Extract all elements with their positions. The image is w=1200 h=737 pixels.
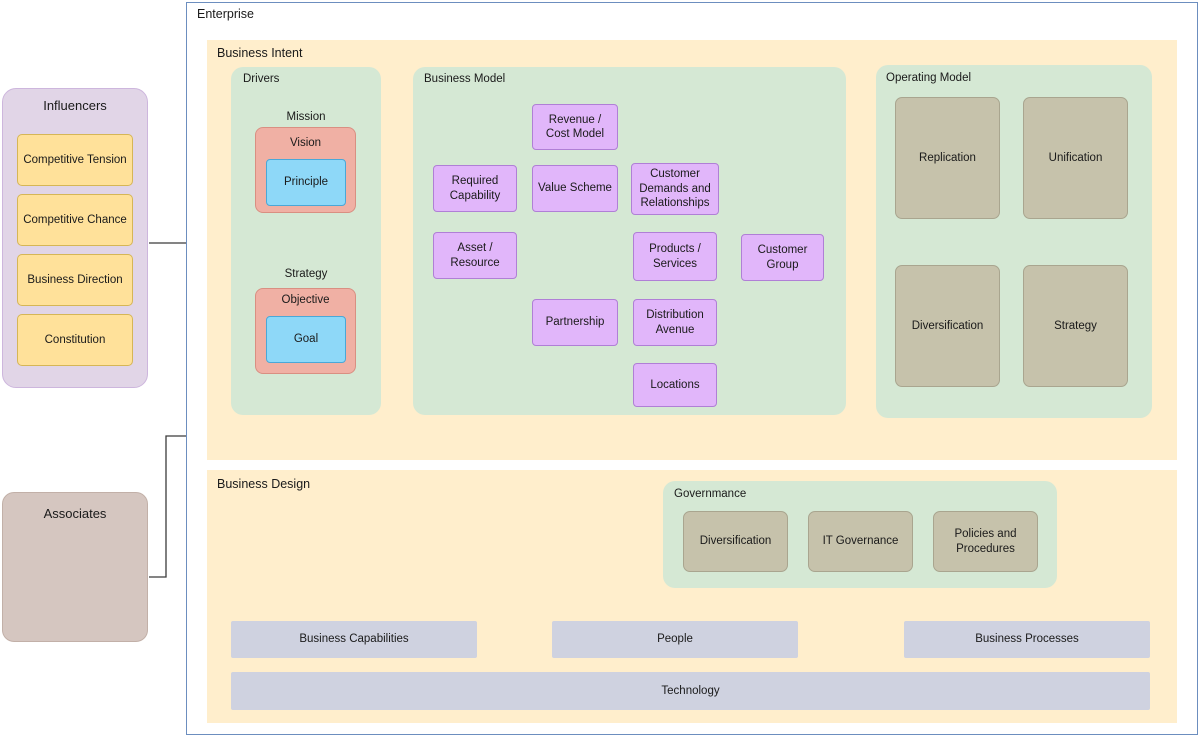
vision-label: Vision (289, 137, 322, 149)
node-customer-group[interactable]: Customer Group (741, 234, 824, 281)
business-intent-label: Business Intent (217, 46, 303, 60)
governance-label: Governmance (674, 488, 747, 500)
node-distribution-avenue[interactable]: Distribution Avenue (633, 299, 717, 346)
governance-cell-policies-and-procedures[interactable]: Policies and Procedures (933, 511, 1038, 572)
node-customer-demands-relationships[interactable]: Customer Demands and Relationships (631, 163, 719, 215)
operating-cell-strategy[interactable]: Strategy (1023, 265, 1128, 387)
foundation-business-processes[interactable]: Business Processes (904, 621, 1150, 658)
foundation-people[interactable]: People (552, 621, 798, 658)
foundation-technology[interactable]: Technology (231, 672, 1150, 710)
enterprise-label: Enterprise (197, 7, 254, 21)
node-required-capability[interactable]: Required Capability (433, 165, 517, 212)
influencer-constitution[interactable]: Constitution (17, 314, 133, 366)
influencer-competitive-tension[interactable]: Competitive Tension (17, 134, 133, 186)
associates-label: Associates (43, 506, 107, 521)
drivers-label: Drivers (243, 73, 280, 85)
node-products-services[interactable]: Products / Services (633, 232, 717, 281)
node-locations[interactable]: Locations (633, 363, 717, 407)
foundation-business-capabilities[interactable]: Business Capabilities (231, 621, 477, 658)
business-model-label: Business Model (424, 73, 506, 85)
operating-model-label: Operating Model (886, 72, 972, 84)
principle-box[interactable]: Principle (266, 159, 346, 206)
node-value-scheme[interactable]: Value Scheme (532, 165, 618, 212)
goal-box[interactable]: Goal (266, 316, 346, 363)
influencers-title: Influencers (43, 98, 107, 113)
governance-cell-it-governance[interactable]: IT Governance (808, 511, 913, 572)
operating-cell-replication[interactable]: Replication (895, 97, 1000, 219)
influencer-business-direction[interactable]: Business Direction (17, 254, 133, 306)
governance-cell-diversification[interactable]: Diversification (683, 511, 788, 572)
influencer-competitive-chance[interactable]: Competitive Chance (17, 194, 133, 246)
strategy-label: Strategy (284, 268, 328, 280)
associates-box[interactable] (2, 492, 148, 642)
business-design-label: Business Design (217, 477, 311, 491)
objective-label: Objective (281, 294, 330, 306)
node-asset-resource[interactable]: Asset / Resource (433, 232, 517, 279)
operating-cell-diversification[interactable]: Diversification (895, 265, 1000, 387)
node-partnership[interactable]: Partnership (532, 299, 618, 346)
mission-label: Mission (286, 111, 326, 123)
operating-cell-unification[interactable]: Unification (1023, 97, 1128, 219)
node-revenue-cost-model[interactable]: Revenue / Cost Model (532, 104, 618, 150)
